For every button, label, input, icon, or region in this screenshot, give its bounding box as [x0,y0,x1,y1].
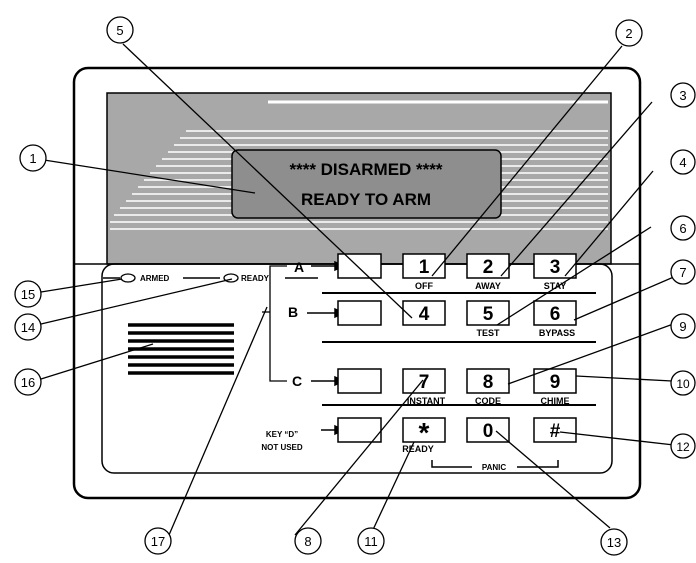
callout-number-17: 17 [151,534,165,549]
key-5[interactable] [466,300,510,326]
callout-circle-15 [14,280,42,308]
key-d-note-line-2: NOT USED [261,443,303,452]
function-key-c[interactable] [337,368,382,394]
callout-number-8: 8 [304,534,311,549]
callout-circle-14 [14,313,42,341]
key-0[interactable] [466,417,510,443]
callout-circle-1 [19,144,47,172]
callout-circle-7 [670,259,696,285]
panic-bracket [431,460,559,468]
key-3[interactable] [533,253,577,279]
callout-number-10: 10 [676,377,690,391]
callout-circle-11 [357,527,385,555]
callout-circle-13 [600,528,628,556]
key-star-symbol: * [419,417,430,448]
callout-number-3: 3 [679,88,686,103]
callout-circle-12 [670,433,696,459]
callout-number-6: 6 [679,221,686,236]
key-star[interactable] [402,417,446,443]
key-7[interactable] [402,368,446,394]
ready-indicator: READY [223,273,318,283]
ready-label: READY [241,274,270,283]
key-2-number: 2 [483,257,494,278]
callout-markers: 1 2 3 4 5 6 7 9 10 12 13 8 11 17 15 14 1 [14,16,696,556]
key-9-label: CHIME [541,396,570,406]
armed-label: ARMED [140,274,170,283]
callout-number-5: 5 [116,23,123,38]
lcd-line-2: READY TO ARM [301,190,431,209]
key-7-label: INSTANT [407,396,446,406]
function-key-label-c: C [292,373,302,389]
panic-label: PANIC [482,463,507,472]
key-4[interactable] [402,300,446,326]
callout-number-1: 1 [29,151,36,166]
key-0-number: 0 [483,421,494,442]
key-star-label: READY [402,444,434,454]
key-5-label: TEST [476,328,500,338]
key-6[interactable] [533,300,577,326]
key-row-separators [322,292,596,406]
callout-circle-3 [670,82,696,108]
key-3-label: STAY [544,281,567,291]
key-d-note-line-1: KEY “D” [266,430,298,439]
callout-circle-16 [14,368,42,396]
callout-circle-5 [106,16,134,44]
callout-number-7: 7 [679,265,686,280]
armed-indicator: ARMED [103,273,220,283]
lcd-line-1: **** DISARMED **** [289,160,442,179]
lcd-panel [231,149,502,219]
callout-circle-6 [670,215,696,241]
key-7-number: 7 [419,372,430,393]
function-key-bracket [269,265,287,382]
key-6-label: BYPASS [539,328,575,338]
callout-number-11: 11 [364,534,378,549]
function-key-d[interactable] [337,417,382,443]
callout-circle-8 [294,527,322,555]
callout-number-14: 14 [21,320,35,335]
function-key-label-b: B [288,304,298,320]
key-hash[interactable] [533,417,577,443]
function-key-b[interactable] [337,300,382,326]
callout-circle-17 [144,527,172,555]
callout-circle-9 [670,313,696,339]
callout-leaders [40,43,677,536]
key-9-number: 9 [550,372,561,393]
callout-number-4: 4 [679,155,686,170]
callout-number-12: 12 [676,440,690,454]
key-6-number: 6 [550,304,561,325]
callout-number-9: 9 [679,319,686,334]
callout-circle-4 [670,149,696,175]
callout-number-16: 16 [21,375,35,390]
speaker-grille [128,323,234,375]
key-5-number: 5 [483,304,494,325]
key-1[interactable] [402,253,446,279]
callout-number-13: 13 [607,535,621,550]
callout-number-15: 15 [21,287,35,302]
key-8[interactable] [466,368,510,394]
key-8-label: CODE [475,396,501,406]
key-8-number: 8 [483,372,494,393]
callout-number-2: 2 [625,26,632,41]
callout-circle-2 [615,19,643,47]
callout-circle-10 [670,370,696,396]
key-hash-symbol: # [550,421,561,442]
function-key-a[interactable] [337,253,382,279]
key-3-number: 3 [550,257,561,278]
key-1-number: 1 [419,257,430,278]
function-key-label-a: A [294,259,304,275]
key-9[interactable] [533,368,577,394]
key-1-label: OFF [415,281,433,291]
key-4-number: 4 [419,304,430,325]
key-2-label: AWAY [475,281,501,291]
